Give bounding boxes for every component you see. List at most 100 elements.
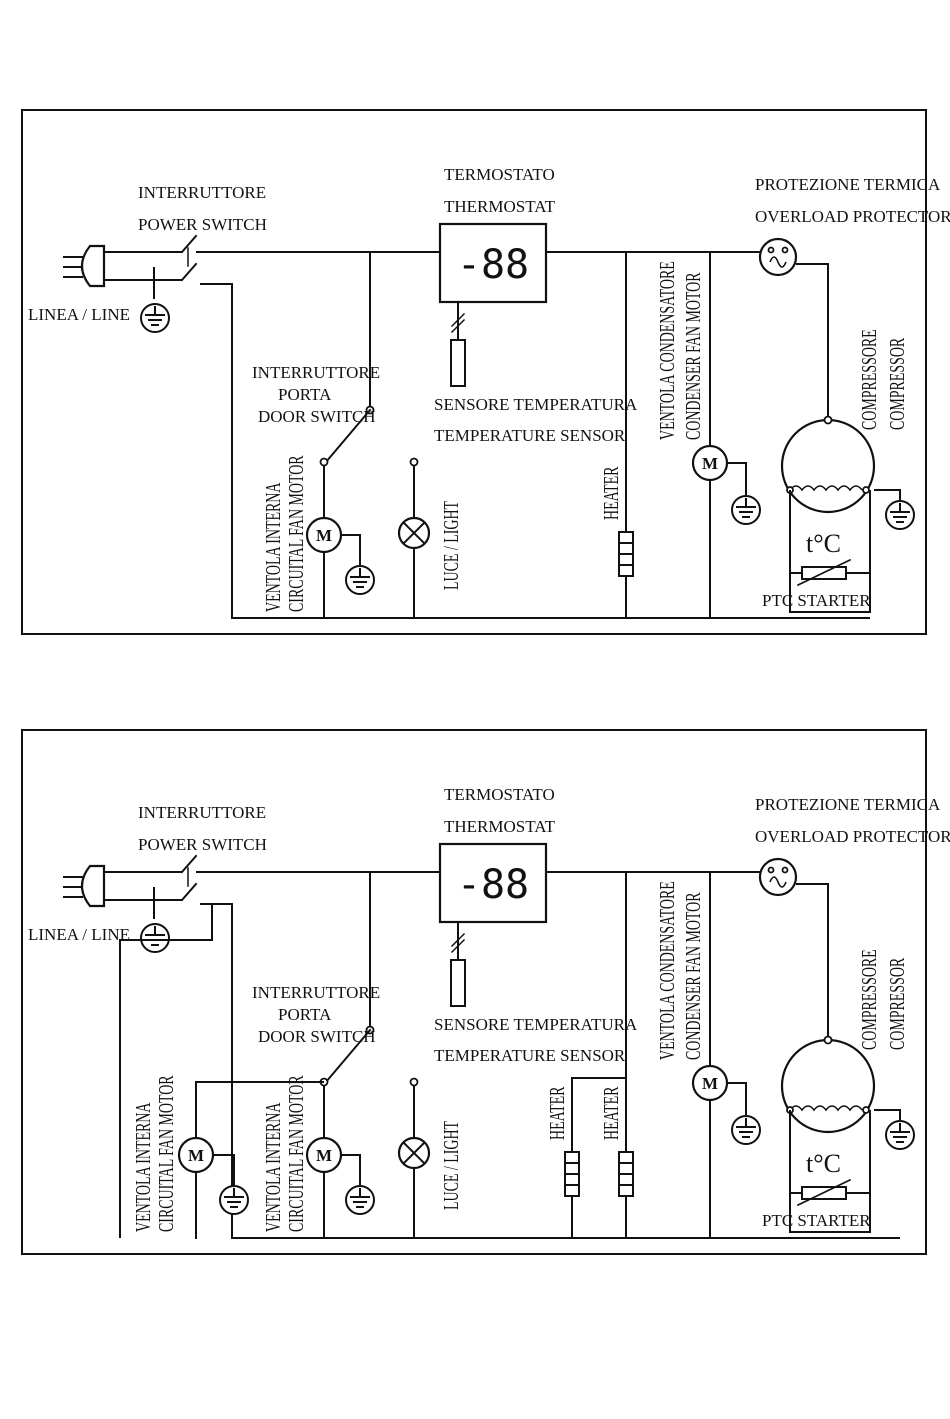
- wire: [195, 1081, 324, 1138]
- wire: [180, 882, 198, 902]
- motor-symbol: M: [316, 526, 332, 545]
- light-terminal: [409, 457, 419, 467]
- overload-circle: [758, 237, 798, 277]
- thermostat-display: -88: [457, 862, 529, 908]
- thermostat-display: -88: [457, 242, 529, 288]
- compressor-label-it: COMPRESSORE: [857, 949, 881, 1050]
- ground-circle: [885, 1120, 915, 1150]
- plug-icon: [63, 864, 117, 908]
- heater-icon: [618, 531, 634, 577]
- wire: [324, 408, 372, 464]
- ground-circle: [731, 1115, 761, 1145]
- ground-circle: [731, 495, 761, 525]
- compressor-label-it: COMPRESSORE: [857, 329, 881, 430]
- light-label: LUCE / LIGHT: [439, 501, 463, 590]
- motor-icon: M: [691, 1064, 729, 1102]
- heater-2-label: HEATER: [545, 1087, 569, 1140]
- ground-icon: [731, 495, 761, 525]
- plug-icon: [63, 244, 117, 288]
- wire: [450, 938, 466, 954]
- ground-circle: [885, 500, 915, 530]
- wire: [796, 883, 829, 1040]
- light-terminal: [409, 1077, 419, 1087]
- wire: [727, 1082, 747, 1115]
- thermostat-box: [438, 842, 548, 924]
- ground-icon: [885, 1120, 915, 1150]
- ground-circle: [345, 565, 375, 595]
- overload-circle: [758, 857, 798, 897]
- diagram-frame: [21, 729, 927, 1255]
- compressor-terminal: [862, 1106, 870, 1114]
- overload-contact: [769, 256, 787, 268]
- internal-fan-label-it: VENTOLA INTERNA: [261, 483, 285, 612]
- motor-icon: M: [305, 516, 343, 554]
- thermostat-box: [438, 222, 548, 304]
- thermostat-label-en: THERMOSTAT: [444, 817, 556, 836]
- sensor-label-en: TEMPERATURE SENSOR: [434, 426, 626, 445]
- ground-icon: [731, 1115, 761, 1145]
- door-switch-label-porta: PORTA: [278, 1005, 332, 1024]
- light-label: LUCE / LIGHT: [439, 1121, 463, 1210]
- compressor-label-en: COMPRESSOR: [885, 958, 909, 1050]
- door-switch-contact: [319, 457, 329, 467]
- wire: [180, 262, 198, 282]
- temperature-sensor-probe: [450, 339, 466, 387]
- compressor-terminal: [862, 486, 870, 494]
- internal-fan-2-label-en: CIRCUITAL FAN MOTOR: [284, 1075, 308, 1232]
- ptc-starter-label: PTC STARTER: [762, 1211, 871, 1230]
- terminal-dot: [767, 866, 775, 874]
- ground-circle: [140, 303, 170, 333]
- heater-icon: [618, 1151, 634, 1197]
- power-switch-label-it: INTERRUTTORE: [138, 183, 266, 202]
- overload-label-en: OVERLOAD PROTECTOR: [755, 827, 950, 846]
- ground-icon: [140, 923, 170, 953]
- wire: [200, 903, 900, 1239]
- ground-circle: [345, 1185, 375, 1215]
- ptc-starter-label: PTC STARTER: [762, 591, 871, 610]
- sensor-label-it: SENSORE TEMPERATURA: [434, 395, 638, 414]
- motor-symbol: M: [316, 1146, 332, 1165]
- plug-body: [80, 244, 106, 288]
- ground-circle: [140, 923, 170, 953]
- wire: [119, 904, 213, 1238]
- wire: [402, 1141, 426, 1165]
- overload-contact: [769, 876, 787, 888]
- power-switch-label-en: POWER SWITCH: [138, 215, 267, 234]
- condenser-fan-label-en: CONDENSER FAN MOTOR: [681, 272, 705, 440]
- wire: [450, 318, 466, 334]
- ground-icon: [345, 565, 375, 595]
- terminal-dot: [767, 246, 775, 254]
- overload-label-en: OVERLOAD PROTECTOR: [755, 207, 950, 226]
- wire: [200, 283, 870, 619]
- line-label: LINEA / LINE: [28, 305, 130, 324]
- wire: [341, 534, 361, 565]
- sensor-label-it: SENSORE TEMPERATURA: [434, 1015, 638, 1034]
- ground-icon: [885, 500, 915, 530]
- condenser-fan-label-it: VENTOLA CONDENSATORE: [655, 261, 679, 440]
- compressor-terminal: [823, 1035, 833, 1045]
- motor-symbol: M: [702, 1074, 718, 1093]
- ptc-temperature-symbol: t°C: [806, 1149, 841, 1178]
- door-switch-label-porta: PORTA: [278, 385, 332, 404]
- temperature-sensor-probe: [450, 959, 466, 1007]
- wire: [180, 854, 198, 874]
- motor-symbol: M: [188, 1146, 204, 1165]
- motor-icon: M: [691, 444, 729, 482]
- motor-symbol: M: [702, 454, 718, 473]
- wire: [341, 1154, 361, 1185]
- internal-fan-label-en: CIRCUITAL FAN MOTOR: [284, 455, 308, 612]
- lamp-icon: [397, 1136, 431, 1170]
- sensor-label-en: TEMPERATURE SENSOR: [434, 1046, 626, 1065]
- compressor-circle: [780, 418, 876, 514]
- heater-label: HEATER: [599, 467, 623, 520]
- wire: [324, 1028, 372, 1084]
- power-switch-label-en: POWER SWITCH: [138, 835, 267, 854]
- ground-icon: [140, 303, 170, 333]
- overload-label-it: PROTEZIONE TERMICA: [755, 175, 941, 194]
- wire: [796, 558, 852, 587]
- internal-fan-2-label-it: VENTOLA INTERNA: [261, 1103, 285, 1232]
